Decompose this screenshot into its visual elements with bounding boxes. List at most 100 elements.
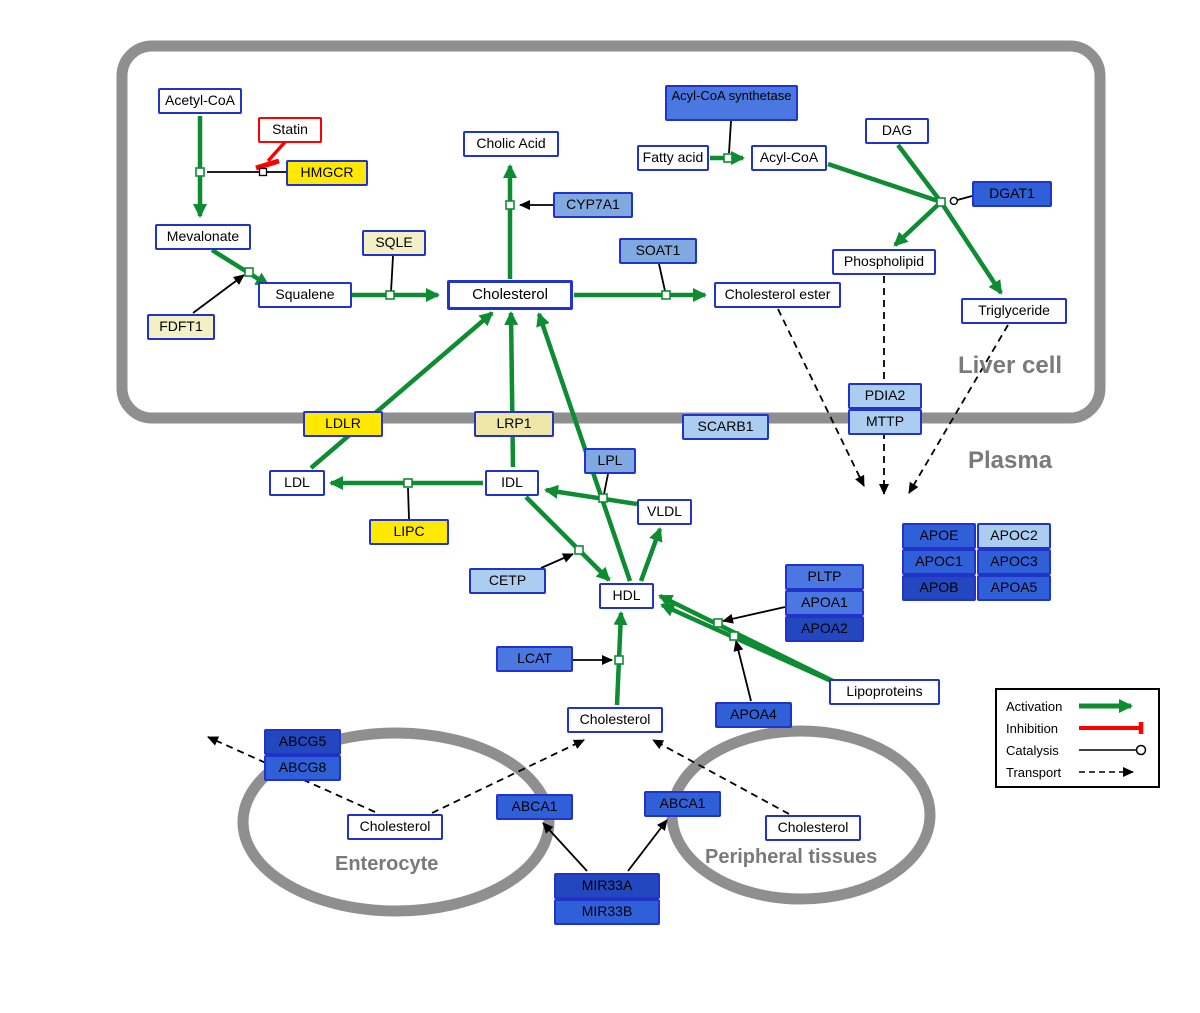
node-fatty-acid[interactable]: Fatty acid xyxy=(637,145,709,171)
node-cholic-acid[interactable]: Cholic Acid xyxy=(463,131,559,157)
edge-acylcoasynthetase-catalysis xyxy=(728,120,732,154)
node-lpl[interactable]: LPL xyxy=(584,448,636,474)
node-acyl-coa[interactable]: Acyl-CoA xyxy=(751,145,827,171)
legend-activation-label: Activation xyxy=(1006,698,1063,714)
node-sqle[interactable]: SQLE xyxy=(362,230,426,256)
node-abcg8[interactable]: ABCG8 xyxy=(264,755,341,781)
edge-lipc-catalysis xyxy=(407,487,410,520)
legend-row-inhibition: Inhibition xyxy=(1006,719,1149,737)
node-soat1[interactable]: SOAT1 xyxy=(619,238,697,264)
node-squalene[interactable]: Squalene xyxy=(258,282,352,308)
edge-statin-inhibition xyxy=(266,140,287,163)
port-sqle xyxy=(385,290,395,300)
transport-symbol xyxy=(1079,767,1134,777)
port-lcat xyxy=(614,655,624,665)
node-mir33b[interactable]: MIR33B xyxy=(554,899,660,925)
catalysis-edges xyxy=(192,120,973,872)
legend: Activation Inhibition Catalysis Transpor… xyxy=(995,688,1160,788)
node-apoc1[interactable]: APOC1 xyxy=(902,549,976,575)
peripheral-tissues-label: Peripheral tissues xyxy=(705,846,878,868)
node-triglyceride[interactable]: Triglyceride xyxy=(961,298,1067,324)
legend-row-activation: Activation xyxy=(1006,697,1149,715)
node-vldl[interactable]: VLDL xyxy=(637,499,692,525)
port-soat1 xyxy=(661,290,671,300)
edge-sqle-catalysis xyxy=(390,255,394,293)
node-apoa2[interactable]: APOA2 xyxy=(785,616,864,642)
edge-fdft1-catalysis xyxy=(192,274,245,314)
node-abca1-enterocyte[interactable]: ABCA1 xyxy=(496,794,573,820)
edge-cetp-catalysis xyxy=(540,553,574,569)
legend-catalysis-label: Catalysis xyxy=(1006,742,1059,758)
edge-lpl-catalysis xyxy=(603,473,609,495)
edge-apoa1-catalysis xyxy=(722,606,786,624)
enterocyte-membrane xyxy=(237,727,555,917)
edge-idl-hdl xyxy=(524,495,611,582)
node-abca1-peripheral[interactable]: ABCA1 xyxy=(644,791,721,817)
edge-triglyceride-plasma xyxy=(908,324,1009,494)
activation-edges xyxy=(193,116,1003,706)
reaction-ports xyxy=(195,153,946,665)
edge-enterocyte-to-plasma-cholesterol xyxy=(431,739,585,814)
node-cholesterol-plasma[interactable]: Cholesterol xyxy=(567,707,663,733)
node-scarb1[interactable]: SCARB1 xyxy=(682,414,769,440)
node-apoc3[interactable]: APOC3 xyxy=(977,549,1051,575)
node-lipc[interactable]: LIPC xyxy=(369,519,449,545)
port-cetp xyxy=(574,545,584,555)
node-idl[interactable]: IDL xyxy=(485,470,539,496)
node-cholesterol-peripheral[interactable]: Cholesterol xyxy=(765,815,861,841)
inhibition-symbol xyxy=(1079,722,1144,734)
node-abcg5[interactable]: ABCG5 xyxy=(264,729,341,755)
node-apoe[interactable]: APOE xyxy=(902,523,976,549)
port-lpl xyxy=(598,493,608,503)
edge-ldl-ldlr-cholesterol xyxy=(309,311,494,470)
node-lrp1[interactable]: LRP1 xyxy=(474,411,554,437)
node-apoa4[interactable]: APOA4 xyxy=(715,702,792,728)
node-ldlr[interactable]: LDLR xyxy=(303,411,383,437)
node-apoa1[interactable]: APOA1 xyxy=(785,590,864,616)
node-ldl[interactable]: LDL xyxy=(269,470,325,496)
node-cyp7a1[interactable]: CYP7A1 xyxy=(553,192,633,218)
plasma-label: Plasma xyxy=(968,447,1053,474)
edge-enterocyte-cholesterol-export xyxy=(207,736,376,813)
legend-inhibition-label: Inhibition xyxy=(1006,720,1059,736)
node-hmgcr[interactable]: HMGCR xyxy=(286,160,368,186)
node-apoa5[interactable]: APOA5 xyxy=(977,575,1051,601)
edge-lipoproteins-hdl-2 xyxy=(660,602,850,692)
node-mir33a[interactable]: MIR33A xyxy=(554,873,660,899)
node-phospholipid[interactable]: Phospholipid xyxy=(832,249,936,275)
legend-row-catalysis: Catalysis xyxy=(1006,741,1149,759)
liver-cell-label: Liver cell xyxy=(958,352,1063,379)
node-acyl-coa-synthetase[interactable]: Acyl-CoA synthetase xyxy=(665,85,798,121)
port-cyp7a1 xyxy=(505,200,515,210)
node-cholesterol-liver[interactable]: Cholesterol xyxy=(447,280,573,310)
activation-symbol xyxy=(1079,699,1133,713)
node-acetyl-coa[interactable]: Acetyl-CoA xyxy=(158,88,242,114)
node-cholesterol-ester[interactable]: Cholesterol ester xyxy=(714,282,841,308)
node-cholesterol-enterocyte[interactable]: Cholesterol xyxy=(347,814,443,840)
edge-hdl-vldl xyxy=(638,527,663,582)
node-dag[interactable]: DAG xyxy=(865,118,929,144)
node-hdl[interactable]: HDL xyxy=(599,583,654,609)
edge-apoa4-catalysis xyxy=(733,640,752,702)
port-hmgcr xyxy=(195,167,205,177)
node-apob[interactable]: APOB xyxy=(902,575,976,601)
node-mevalonate[interactable]: Mevalonate xyxy=(155,224,251,250)
node-cetp[interactable]: CETP xyxy=(469,568,546,594)
node-apoc2[interactable]: APOC2 xyxy=(977,523,1051,549)
node-dgat1[interactable]: DGAT1 xyxy=(972,181,1052,207)
edge-mevalonate-squalene xyxy=(210,248,270,287)
edge-vldl-idl xyxy=(544,484,638,507)
port-acylcoasynthetase xyxy=(723,153,733,163)
node-lipoproteins[interactable]: Lipoproteins xyxy=(829,679,940,705)
node-fdft1[interactable]: FDFT1 xyxy=(147,314,215,340)
node-statin[interactable]: Statin xyxy=(258,117,322,143)
node-lcat[interactable]: LCAT xyxy=(496,646,573,672)
inhibition-edge xyxy=(255,140,287,171)
node-mttp[interactable]: MTTP xyxy=(848,409,922,435)
node-pdia2[interactable]: PDIA2 xyxy=(848,383,922,409)
node-pltp[interactable]: PLTP xyxy=(785,564,864,590)
port-apoa1 xyxy=(713,618,723,628)
edge-peripheral-to-plasma-cholesterol xyxy=(652,739,790,815)
